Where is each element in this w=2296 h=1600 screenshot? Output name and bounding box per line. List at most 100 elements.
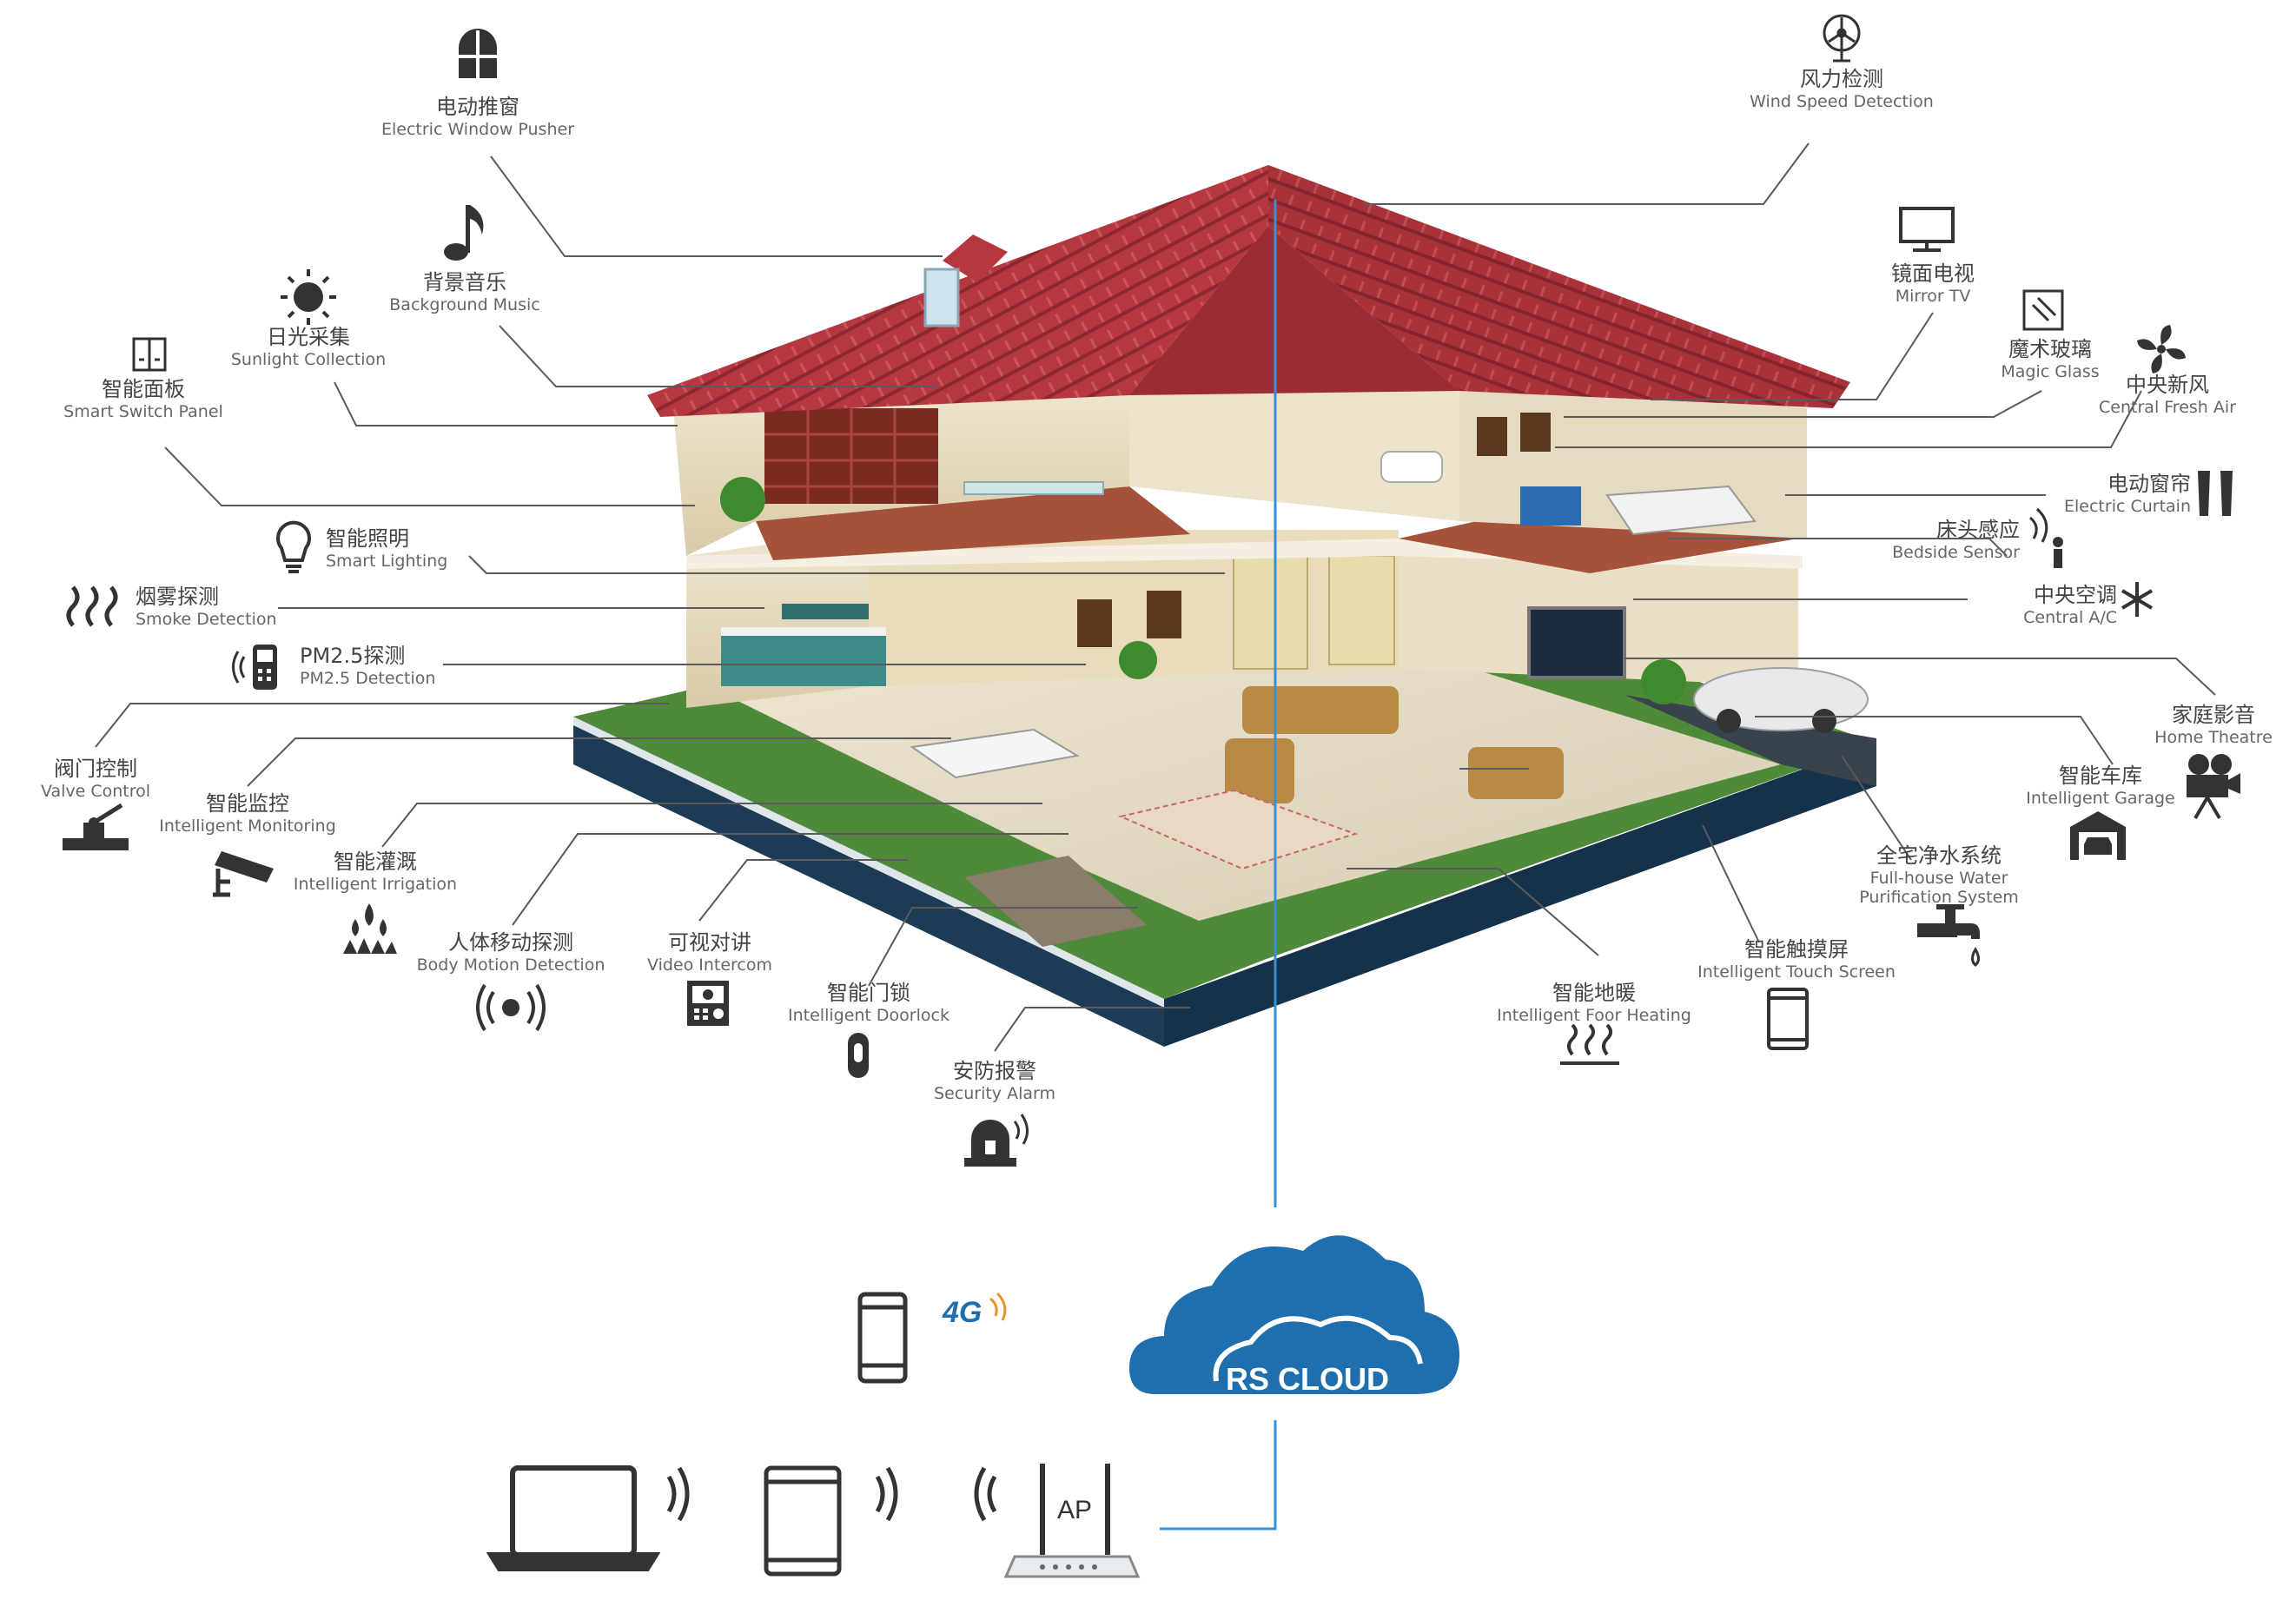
label-en: Sunlight Collection — [230, 350, 387, 369]
label-zh: 日光采集 — [267, 325, 350, 349]
label-zh: 阀门控制 — [53, 757, 137, 781]
plant-garage — [1641, 659, 1686, 704]
label-zh: PM2.5探测 — [300, 644, 406, 668]
motion-sensor-icon — [476, 983, 546, 1032]
laptop-wifi-icon — [666, 1466, 690, 1522]
platform-edge — [573, 717, 1164, 1047]
label-en: Central Fresh Air — [2099, 398, 2236, 417]
label-en: Smart Lighting — [326, 552, 448, 571]
cloud-highlight — [1213, 1315, 1423, 1382]
label-en: Smoke Detection — [136, 610, 277, 629]
label-en: Electric Window Pusher — [380, 120, 575, 139]
sun-icon — [281, 269, 336, 325]
label-zh: 镜面电视 — [1891, 261, 1975, 286]
intercom-icon — [687, 981, 729, 1026]
upper-tv — [1520, 486, 1581, 526]
plant-ground — [1119, 641, 1157, 679]
label-en: Intelligent Touch Screen — [1697, 962, 1896, 982]
garden-path — [964, 856, 1147, 947]
tablet-icon — [764, 1465, 842, 1577]
music-note-icon — [444, 205, 484, 261]
tv-icon — [1899, 207, 1955, 252]
label-zh: 智能监控 — [205, 791, 289, 816]
window-icon — [459, 29, 497, 78]
sofa-left — [1225, 738, 1294, 803]
label-en: Intelligent Doorlock — [788, 1006, 949, 1025]
label-bedside-sensor: 床头感应 Bedside Sensor — [1892, 517, 2020, 562]
callout-lines — [95, 142, 2216, 1052]
label-en: Security Alarm — [934, 1084, 1055, 1103]
label-intelligent-doorlock: 智能门锁 Intelligent Doorlock — [788, 980, 949, 1025]
study-desk — [963, 481, 1104, 495]
label-en: Mirror TV — [1895, 287, 1971, 306]
label-central-fresh-air: 中央新风 Central Fresh Air — [2099, 372, 2236, 417]
plant-upper — [720, 477, 765, 522]
sofa — [1242, 686, 1399, 734]
label-zh: 床头感应 — [1936, 518, 2020, 542]
car — [1693, 667, 1869, 733]
fan-icon — [2137, 325, 2186, 374]
garage-icon — [2070, 811, 2126, 860]
label-zh: 背景音乐 — [422, 270, 506, 294]
signal-arcs-icon — [989, 1292, 1007, 1321]
label-en: PM2.5 Detection — [300, 669, 436, 688]
label-en-line2: Purification System — [1859, 888, 2019, 907]
label-en: Video Intercom — [646, 955, 773, 975]
label-en: Home Theatre — [2154, 728, 2273, 747]
bedside-sensor-icon — [2028, 507, 2063, 568]
label-zh: 电动窗帘 — [2107, 472, 2191, 496]
switch-panel-icon — [132, 337, 167, 372]
roof-front — [1129, 226, 1459, 395]
kitchen-cabinets — [721, 634, 886, 686]
upper-picture-2 — [1520, 413, 1551, 452]
router-label: AP — [1057, 1496, 1092, 1524]
label-zh: 魔术玻璃 — [2008, 337, 2092, 361]
label-zh: 智能触摸屏 — [1744, 937, 1849, 962]
curtain-icon — [2198, 471, 2233, 516]
label-electric-curtain: 电动窗帘 Electric Curtain — [2064, 471, 2191, 516]
label-en: Wind Speed Detection — [1750, 92, 1934, 111]
bed — [1605, 485, 1757, 536]
cctv-camera-icon — [213, 851, 274, 897]
label-home-theatre: 家庭影音 Home Theatre — [2154, 702, 2273, 747]
label-smoke-detection: 烟雾探测 Smoke Detection — [136, 584, 277, 629]
label-en: Intelligent Foor Heating — [1497, 1006, 1691, 1025]
label-zh: 全宅净水系统 — [1876, 843, 2002, 868]
door-lock-icon — [848, 1033, 869, 1078]
label-en: Valve Control — [40, 782, 151, 801]
light-bulb-icon — [276, 520, 311, 573]
mobile-4g-label: 4G — [942, 1296, 982, 1329]
label-smart-switch-panel: 智能面板 Smart Switch Panel — [63, 376, 223, 421]
label-zh: 中央空调 — [2034, 583, 2117, 607]
touch-screen-icon — [1767, 988, 1809, 1050]
label-zh: 安防报警 — [953, 1059, 1036, 1083]
sofa-right — [1468, 747, 1564, 799]
label-en: Bedside Sensor — [1892, 543, 2020, 562]
kitchen-upper — [782, 604, 869, 619]
label-pm25-detection: PM2.5探测 PM2.5 Detection — [300, 643, 435, 688]
dormer-window — [923, 268, 960, 327]
label-zh: 烟雾探测 — [136, 585, 219, 609]
label-body-motion-detection: 人体移动探测 Body Motion Detection — [417, 929, 605, 975]
label-wind-speed-detection: 风力检测 Wind Speed Detection — [1750, 66, 1934, 111]
label-water-purification: 全宅净水系统 Full-house Water Purification Sys… — [1859, 843, 2019, 907]
label-video-intercom: 可视对讲 Video Intercom — [647, 929, 772, 975]
platform-edge-right — [1164, 743, 1876, 1047]
smoke-icon — [66, 585, 118, 627]
label-en: Intelligent Garage — [2026, 789, 2175, 808]
floor-heating-rug — [1117, 789, 1359, 870]
label-intelligent-floor-heating: 智能地暖 Intelligent Foor Heating — [1497, 980, 1691, 1025]
label-mirror-tv: 镜面电视 Mirror TV — [1891, 261, 1975, 306]
label-en: Magic Glass — [2001, 362, 2100, 381]
valve-icon — [63, 803, 129, 850]
display-shelf-2 — [1328, 555, 1395, 665]
upper-picture-1 — [1477, 417, 1507, 456]
label-zh: 中央新风 — [2125, 373, 2209, 397]
label-zh: 风力检测 — [1799, 67, 1883, 91]
garage-road — [1624, 695, 1876, 786]
house-illustration — [573, 165, 1876, 1047]
label-sunlight-collection: 日光采集 Sunlight Collection — [231, 324, 386, 369]
bath — [1380, 451, 1443, 483]
roof-right — [1268, 165, 1850, 408]
